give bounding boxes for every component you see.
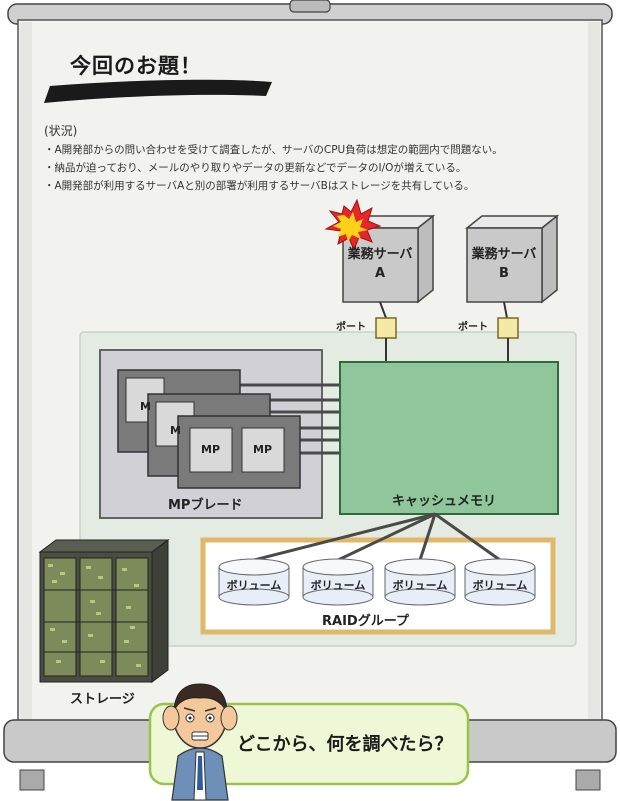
volume-4-icon [464,558,536,606]
storage-cabinet-icon [38,539,170,683]
port-b-icon [497,317,519,339]
port-b-label: ポート [458,322,488,333]
title-brush-stroke [44,79,272,103]
mp-label-3: MP [201,443,221,456]
mp-label-1: M [140,400,151,413]
storage-label: ストレージ [70,692,135,707]
volume-1-icon [218,558,290,606]
situation-bullet-1: ・A開発部からの問い合わせを受けて調査したが、サーバのCPU負荷は想定の範囲内で… [44,144,503,156]
volume-3-icon [384,558,456,606]
server-b-label-line1: 業務サーバ [471,247,537,262]
cache-memory-label: キャッシュメモリ [392,494,497,509]
worried-person-icon [162,683,238,801]
port-a-icon [375,317,397,339]
screen-shade-right [588,22,600,726]
bubble-text: どこから、何を調べたら？ [237,734,453,755]
volume-label-1: ボリューム [226,579,282,592]
mp-board-3 [177,415,301,489]
port-a-label: ポート [336,322,366,333]
screen-shade-left [20,22,32,726]
screen-foot-left [19,769,45,791]
server-a-label-line1: 業務サーバ [347,247,413,262]
page-title: 今回のお題！ [70,54,202,78]
situation-label: (状況) [44,124,78,138]
mp-blade-label: MPブレード [168,498,243,513]
volume-label-3: ボリューム [392,579,448,592]
mp-label-4: MP [253,443,273,456]
screen-hook [289,0,331,13]
situation-bullet-2: ・納品が迫っており、メールのやり取りやデータの更新などでデータのI/Oが増えてい… [44,162,467,174]
server-a-label-line2: A [374,266,386,281]
server-b-label-line2: B [499,266,509,281]
cache-memory-block [339,361,559,515]
situation-bullet-3: ・A開発部が利用するサーバAと別の部署が利用するサーバBはストレージを共有してい… [44,180,475,192]
server-b [464,214,560,304]
raid-group-label: RAIDグループ [322,614,409,629]
volume-label-4: ボリューム [472,579,528,592]
volume-2-icon [302,558,374,606]
screen-foot-right [575,769,601,791]
mp-label-2: M [170,424,181,437]
volume-label-2: ボリューム [310,579,366,592]
